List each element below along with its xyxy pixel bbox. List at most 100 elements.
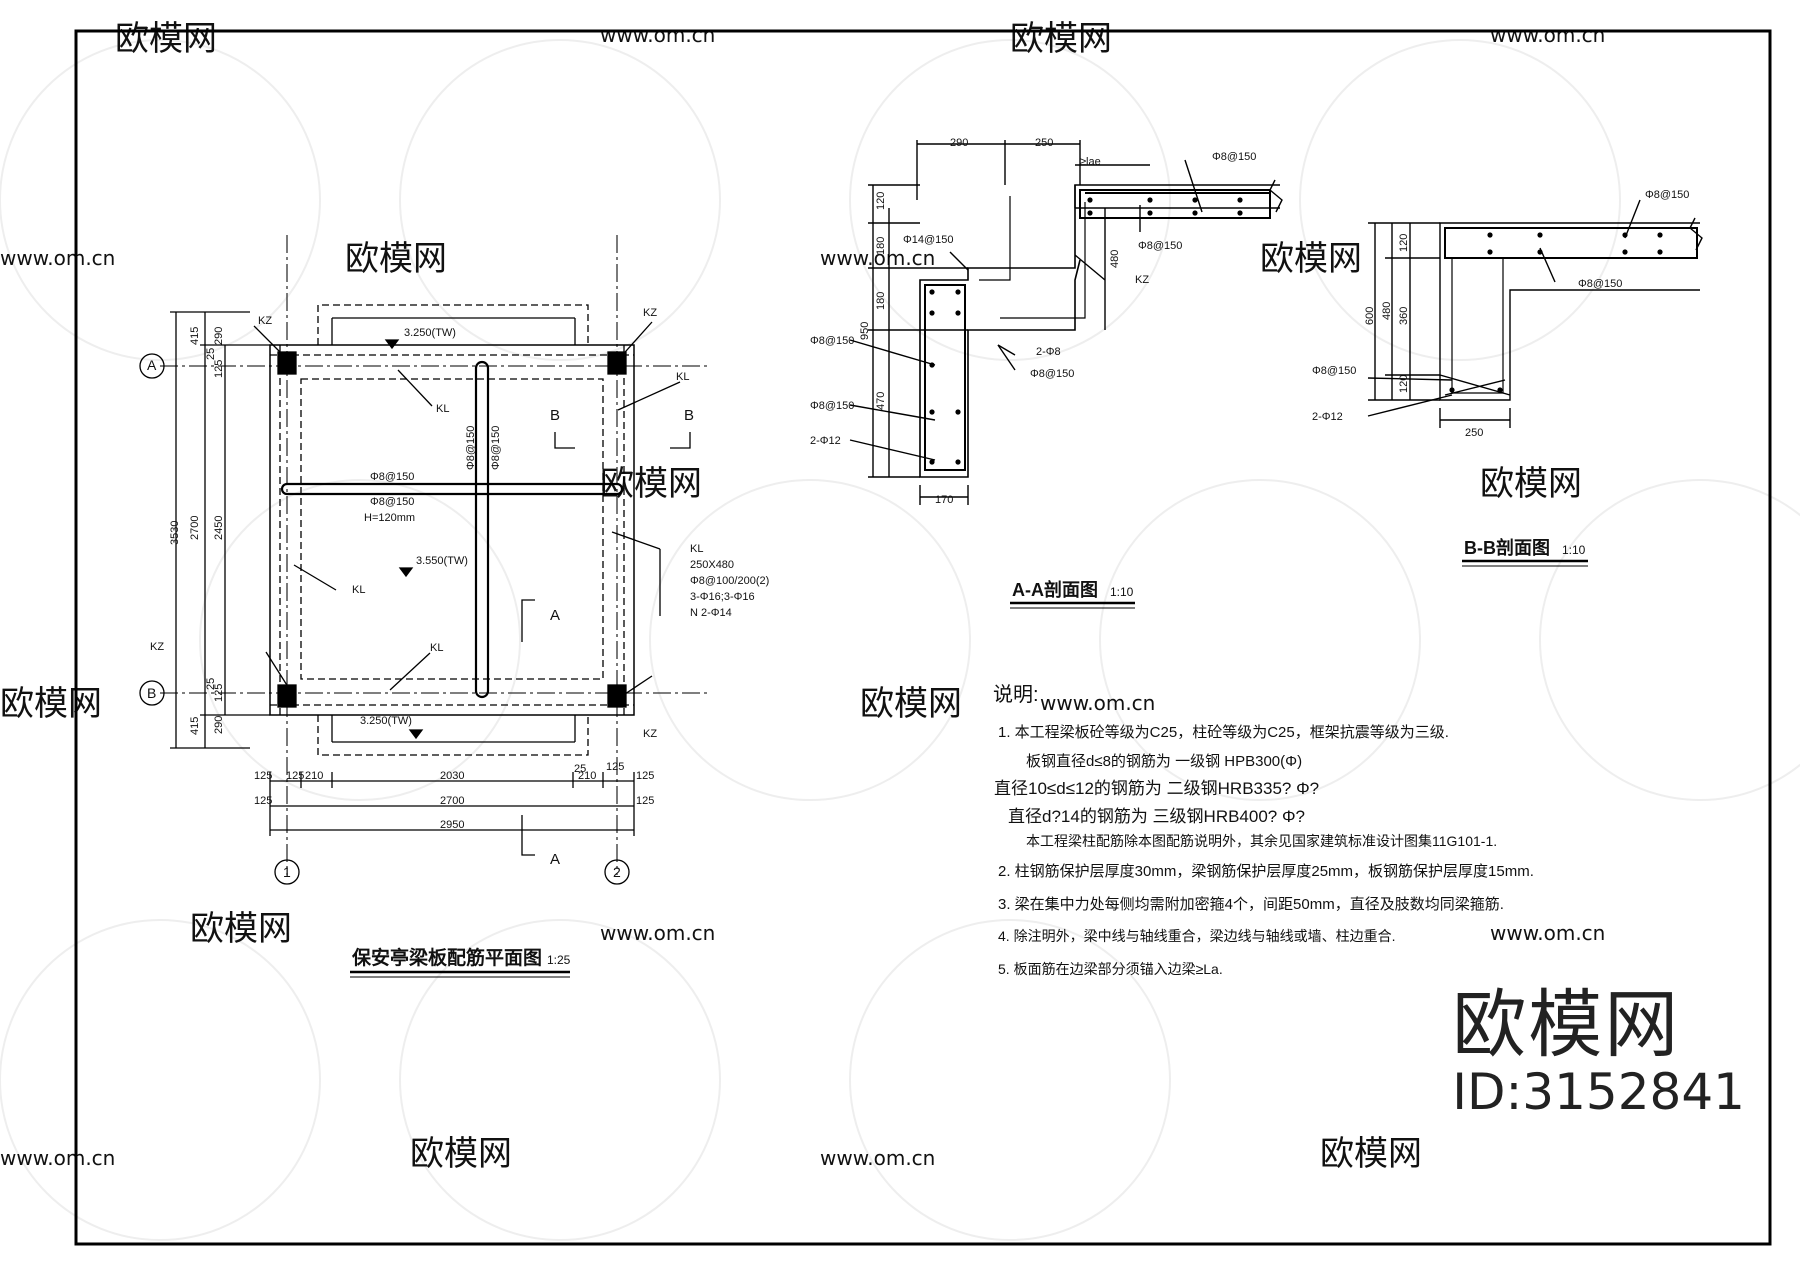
section-bb-scale: 1:10 (1562, 543, 1586, 557)
kz-label: KZ (643, 728, 657, 740)
kl-note-line: 3-Φ16;3-Φ16 (690, 591, 755, 603)
axis-label-1: 1 (283, 864, 291, 880)
watermark-urls: www.om.cn www.om.cn www.om.cn www.om.cn … (0, 23, 1605, 1170)
wm-url: www.om.cn (1040, 691, 1155, 715)
design-notes: 说明: 1. 本工程梁板砼等级为C25，柱砼等级为C25，框架抗震等级为三级. … (993, 683, 1534, 977)
rebar-label: Φ8@150 (1212, 151, 1256, 163)
dim-label: 2700 (189, 516, 201, 540)
kl-label: KL (436, 403, 449, 415)
dim-label: 170 (935, 494, 953, 506)
column-kz (607, 684, 627, 708)
kz-label: KZ (1135, 274, 1149, 286)
notes-heading: 说明: (993, 683, 1039, 706)
dim-label: 125 (254, 770, 272, 782)
kz-label: KZ (258, 315, 272, 327)
wm-brand: 欧模网 (410, 1134, 512, 1174)
slab-rebar-vertical (474, 360, 490, 699)
dim-label: 250 (1035, 137, 1053, 149)
section-mark-b: B (550, 407, 560, 424)
dim-label: 480 (1381, 302, 1393, 320)
dim-label: 250 (1465, 427, 1483, 439)
plan-annotations: A B 1 2 KZ KZ KZ KZ KL KL KL KL 3.250(TW… (147, 307, 769, 880)
wm-brand: 欧模网 (345, 239, 447, 279)
note-line: 5. 板面筋在边梁部分须锚入边梁≥La. (998, 961, 1223, 977)
wm-url: www.om.cn (0, 246, 115, 270)
slab-thickness-label: H=120mm (364, 512, 415, 524)
wm-brand: 欧模网 (115, 19, 217, 59)
kl-note-line: Φ8@100/200(2) (690, 575, 769, 587)
dim-label: 2700 (440, 795, 464, 807)
dim-label: 125 (213, 684, 225, 702)
axis-label-2: 2 (613, 864, 621, 880)
dim-label: 180 (875, 237, 887, 255)
watermark-logo: 欧模网 ID:3152841 (1452, 988, 1745, 1122)
kl-label: KL (676, 371, 689, 383)
section-bb-drawing (1367, 199, 1703, 428)
section-bb-title-group: B-B剖面图 1:10 (1462, 537, 1588, 567)
dim-label: 290 (213, 716, 225, 734)
elevation-bottom: 3.250(TW) (360, 715, 412, 727)
column-kz (607, 351, 627, 375)
note-line: 直径10≤d≤12的钢筋为 二级钢HRB335? Φ? (994, 779, 1319, 798)
dim-label: 290 (213, 327, 225, 345)
wm-brand: 欧模网 (1260, 239, 1362, 279)
wm-brand: 欧模网 (190, 909, 292, 949)
dim-label: ≥lae (1080, 156, 1101, 168)
dim-label: 120 (1398, 234, 1410, 252)
rebar-label: Φ8@150 (1312, 365, 1356, 377)
wm-url: www.om.cn (820, 246, 935, 270)
slab-rebar-label: Φ8@150 (370, 496, 414, 508)
dim-label: 125 (636, 770, 654, 782)
note-line: 2. 柱钢筋保护层厚度30mm，梁钢筋保护层厚度25mm，板钢筋保护层厚度15m… (998, 862, 1534, 880)
kl-note-line: 250X480 (690, 559, 734, 571)
elevation-top: 3.250(TW) (404, 327, 456, 339)
axis-bubble-b (139, 680, 165, 706)
wm-url: www.om.cn (820, 1146, 935, 1170)
dim-label: 25 (574, 763, 586, 775)
note-line: 1. 本工程梁板砼等级为C25，柱砼等级为C25，框架抗震等级为三级. (998, 723, 1449, 741)
note-line: 4. 除注明外，梁中线与轴线重合，梁边线与轴线或墙、柱边重合. (998, 928, 1395, 944)
dim-label: 290 (950, 137, 968, 149)
wm-brand: 欧模网 (860, 684, 962, 724)
wm-brand: 欧模网 (1320, 1134, 1422, 1174)
dim-label: 210 (578, 770, 596, 782)
wm-brand: 欧模网 (1480, 464, 1582, 504)
dim-label: 415 (189, 327, 201, 345)
axis-bubble-2 (604, 859, 630, 885)
watermark-id: ID:3152841 (1452, 1063, 1745, 1121)
watermark-texts: 欧模网 欧模网 欧模网 欧模网 欧模网 欧模网 欧模网 欧模网 欧模网 欧模网 … (0, 19, 1582, 1174)
dim-label: 180 (875, 292, 887, 310)
note-line: 3. 梁在集中力处每侧均需附加密箍4个，间距50mm，直径及肢数均同梁箍筋. (998, 896, 1504, 913)
rebar-label: Φ8@150 (810, 400, 854, 412)
kl-note-line: N 2-Φ14 (690, 607, 732, 619)
plan-title: 保安亭梁板配筋平面图 (351, 946, 542, 969)
slab-rebar-horizontal (280, 482, 624, 496)
section-mark-a: A (550, 607, 560, 624)
dim-label: 125 (286, 770, 304, 782)
section-aa-annotations: 290 250 ≥lae 120 180 180 950 470 480 170… (810, 137, 1256, 506)
rebar-label: 2-Φ12 (1312, 411, 1343, 423)
wm-url: www.om.cn (600, 23, 715, 47)
slab-rebar-label: Φ8@150 (465, 426, 477, 470)
axis-bubble-1 (274, 859, 300, 885)
kz-label: KZ (150, 641, 164, 653)
dim-label: 470 (875, 392, 887, 410)
dim-label: 25 (205, 348, 217, 360)
dim-label: 2450 (213, 516, 225, 540)
rebar-label: Φ8@150 (1645, 189, 1689, 201)
rebar-label: 2-Φ8 (1036, 346, 1061, 358)
dim-label: 480 (1109, 250, 1121, 268)
beam-slab-plan (139, 235, 710, 885)
inner-beam-outline (300, 378, 604, 680)
dim-label: 120 (875, 192, 887, 210)
rebar-label: Φ8@150 (1578, 278, 1622, 290)
wm-brand: 欧模网 (0, 684, 102, 724)
dim-label: 125 (606, 761, 624, 773)
section-aa-title: A-A剖面图 (1012, 579, 1098, 600)
axis-label-b: B (147, 685, 156, 701)
dim-label: 120 (1398, 375, 1410, 393)
kl-note-line: KL (690, 543, 703, 555)
rebar-label: Φ8@150 (1138, 240, 1182, 252)
